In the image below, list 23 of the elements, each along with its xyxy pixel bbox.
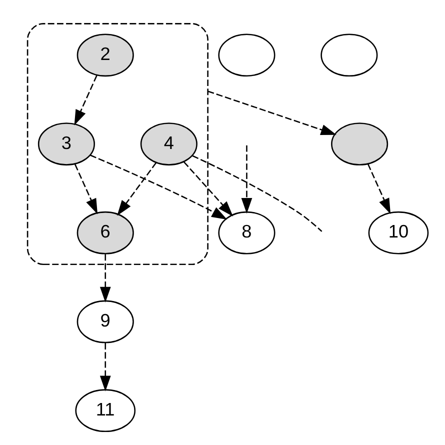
arrow bbox=[74, 75, 98, 126]
node-ellipse: 10 bbox=[368, 211, 429, 254]
arrow bbox=[208, 90, 336, 136]
cluster bbox=[26, 23, 208, 265]
node-ellipse: 4 bbox=[140, 122, 198, 166]
node-ellipse: 8 bbox=[218, 211, 276, 254]
arrow bbox=[90, 154, 228, 220]
arrow bbox=[100, 254, 111, 302]
arrow bbox=[241, 145, 252, 214]
node-circle bbox=[331, 122, 388, 166]
arrow bbox=[183, 162, 234, 216]
node-ellipse: 9 bbox=[76, 300, 134, 344]
arrow bbox=[117, 162, 157, 216]
arrow bbox=[367, 164, 391, 214]
connector bbox=[192, 155, 322, 232]
node-circle bbox=[320, 34, 378, 77]
node-ellipse: 2 bbox=[76, 34, 134, 77]
arrow bbox=[100, 343, 111, 392]
node-ellipse: 3 bbox=[38, 122, 95, 166]
node-circle bbox=[218, 34, 276, 77]
node-ellipse: 6 bbox=[76, 211, 134, 254]
arrow bbox=[74, 164, 98, 214]
node-ellipse: 11 bbox=[75, 389, 136, 432]
